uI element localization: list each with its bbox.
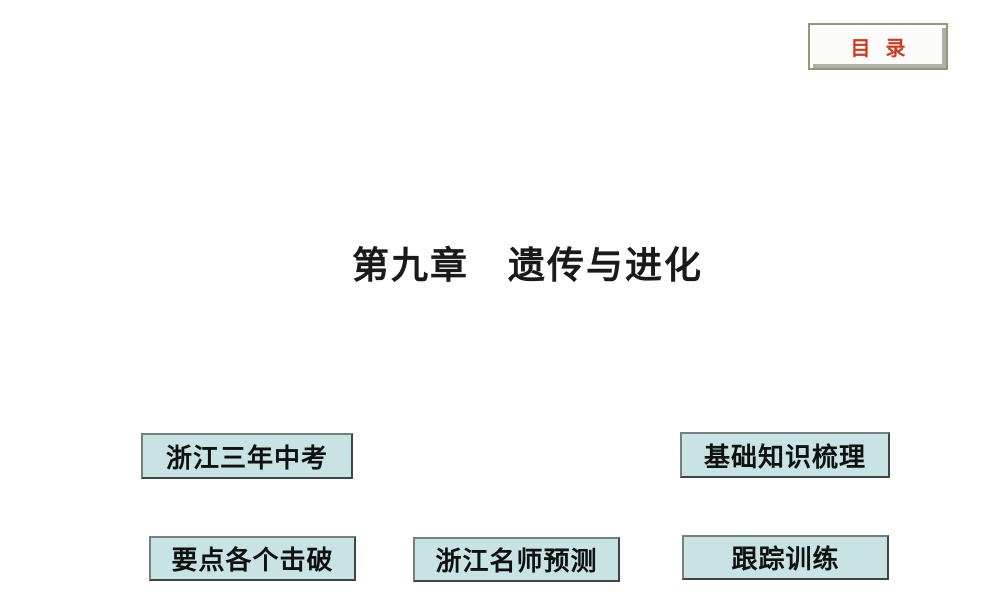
nav-button-basic-knowledge-review[interactable]: 基础知识梳理	[680, 432, 890, 478]
nav-button-famous-teacher-prediction[interactable]: 浙江名师预测	[413, 537, 620, 582]
nav-button-label: 跟踪训练	[731, 545, 840, 574]
nav-button-follow-up-training[interactable]: 跟踪训练	[682, 535, 889, 580]
chapter-title: 第九章 遗传与进化	[352, 245, 703, 286]
toc-button[interactable]: 目 录	[808, 23, 948, 70]
toc-button-face: 目 录	[810, 25, 946, 68]
nav-button-label: 浙江三年中考	[165, 443, 328, 473]
nav-button-key-points-breakdown[interactable]: 要点各个击破	[149, 536, 356, 581]
nav-button-zhejiang-three-year-exam[interactable]: 浙江三年中考	[141, 433, 353, 479]
toc-button-label: 目 录	[850, 38, 911, 60]
nav-button-label: 基础知识梳理	[703, 442, 866, 472]
nav-button-label: 浙江名师预测	[435, 547, 598, 576]
nav-button-label: 要点各个击破	[171, 546, 334, 575]
